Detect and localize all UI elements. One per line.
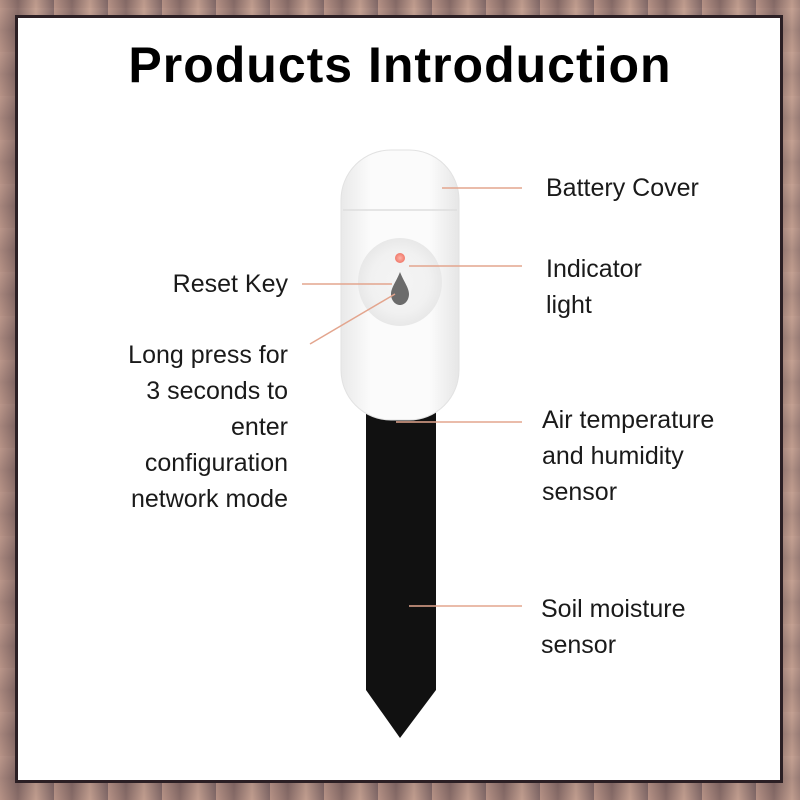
- label-long-press-line: network mode: [130, 485, 288, 513]
- label-long-press-line: configuration: [144, 449, 288, 477]
- page-title: Products Introduction: [128, 37, 672, 93]
- label-long-press-line: enter: [231, 413, 288, 441]
- label-long-press-line: Long press for: [128, 341, 288, 369]
- indicator-led: [395, 253, 405, 263]
- label-air-sensor: Air temperature and humidity sensor: [542, 402, 714, 510]
- label-indicator-light-line: Indicator: [546, 255, 642, 283]
- soil-probe: [366, 400, 436, 738]
- label-long-press-line: 3 seconds to: [146, 377, 288, 405]
- label-soil-sensor: Soil moisture sensor: [541, 591, 686, 663]
- label-indicator-light-line: light: [546, 291, 592, 319]
- label-air-sensor-line: Air temperature: [542, 406, 715, 434]
- label-long-press: Long press for 3 seconds to enter config…: [60, 337, 288, 517]
- label-battery-cover: Battery Cover: [546, 174, 699, 202]
- leader-long-press: [309, 293, 396, 345]
- droplet-icon: [391, 272, 409, 305]
- label-reset-key: Reset Key: [172, 270, 288, 298]
- label-air-sensor-line: sensor: [542, 478, 618, 506]
- label-indicator-light: Indicator light: [546, 251, 642, 323]
- label-air-sensor-line: and humidity: [542, 442, 684, 470]
- label-soil-sensor-line: sensor: [541, 631, 617, 659]
- label-soil-sensor-line: Soil moisture: [541, 595, 686, 623]
